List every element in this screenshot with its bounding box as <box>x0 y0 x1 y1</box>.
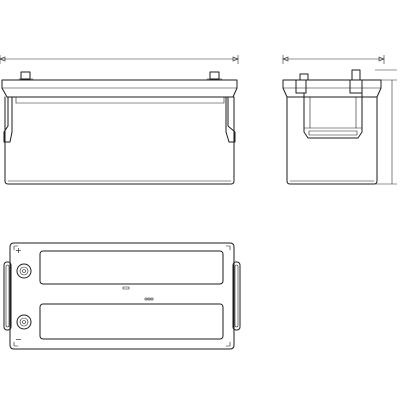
top-outline <box>9 242 235 350</box>
negative-marking: − <box>15 335 22 344</box>
top-center-marks <box>122 286 154 301</box>
side-lid <box>282 79 382 98</box>
top-terminal-negative <box>16 314 32 330</box>
positive-marking: + <box>15 246 22 255</box>
top-view: + − <box>3 242 241 350</box>
side-case <box>286 96 378 185</box>
front-handle-left <box>3 96 13 143</box>
front-terminal-right <box>206 71 223 80</box>
top-cell-panel-lower <box>39 303 224 340</box>
top-handle-left <box>3 261 12 331</box>
front-view <box>0 55 239 185</box>
top-handle-right <box>232 261 241 331</box>
front-width-dimension <box>0 55 239 64</box>
side-height-dimension <box>363 69 397 185</box>
top-cell-panel-upper <box>39 250 224 285</box>
side-handle <box>303 92 363 139</box>
side-terminal-right <box>349 69 363 94</box>
front-case <box>4 96 235 185</box>
side-view <box>282 55 397 185</box>
front-lid <box>1 79 238 104</box>
side-terminal-left <box>295 73 309 94</box>
top-terminal-positive <box>16 263 32 279</box>
front-handle-right <box>225 96 236 143</box>
side-width-dimension <box>282 55 385 64</box>
top-corner-marks <box>13 245 231 347</box>
front-terminal-left <box>18 71 34 80</box>
